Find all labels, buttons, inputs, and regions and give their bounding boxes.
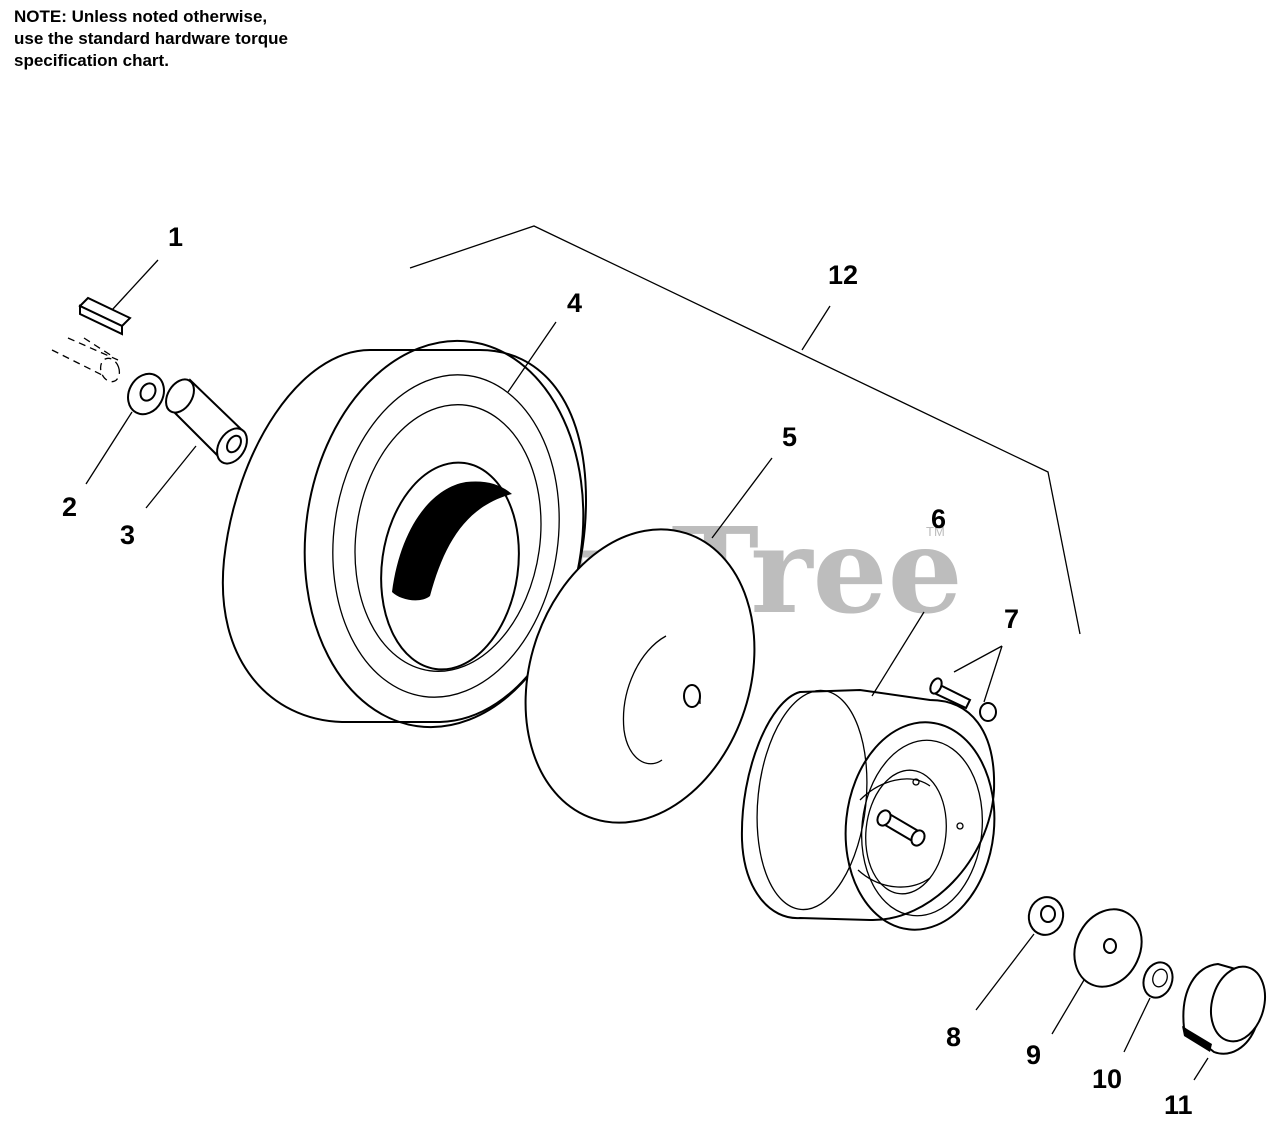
- ring-part-10: [1123, 961, 1174, 1053]
- watermark-trademark: TM: [926, 524, 945, 539]
- callout-5: 5: [782, 422, 797, 452]
- callout-9: 9: [1026, 1040, 1041, 1070]
- note-line-2: use the standard hardware torque: [14, 29, 288, 48]
- tube-part-5: [524, 457, 773, 824]
- callout-6: 6: [931, 504, 946, 534]
- callout-8: 8: [946, 1022, 961, 1052]
- callout-7: 7: [1004, 604, 1019, 634]
- callout-3: 3: [120, 520, 135, 550]
- callout-4: 4: [567, 288, 582, 318]
- washer-part-8: [975, 896, 1065, 1011]
- note-line-1: NOTE: Unless noted otherwise,: [14, 7, 268, 26]
- callout-1: 1: [168, 222, 183, 252]
- assembly-bracket-12: [409, 225, 1081, 635]
- valve-part-7: [929, 645, 1003, 722]
- tire-part-4: [221, 321, 588, 729]
- note-text: NOTE: Unless noted otherwise, use the st…: [14, 6, 288, 72]
- callout-12: 12: [828, 260, 858, 290]
- washer-part-2: [85, 372, 165, 485]
- rim-part-6: [740, 611, 996, 931]
- callout-11: 11: [1164, 1090, 1193, 1120]
- callout-10: 10: [1092, 1064, 1122, 1094]
- callout-2: 2: [62, 492, 77, 522]
- bushing-part-9: [1051, 908, 1143, 1035]
- spacer-part-3: [145, 378, 248, 509]
- note-line-3: specification chart.: [14, 51, 169, 70]
- cap-part-11: [1182, 962, 1266, 1081]
- callout-labels: 1 2 3 4 5 6 7 8 9 10 11 12: [62, 222, 1193, 1120]
- key-part-1: [51, 259, 159, 383]
